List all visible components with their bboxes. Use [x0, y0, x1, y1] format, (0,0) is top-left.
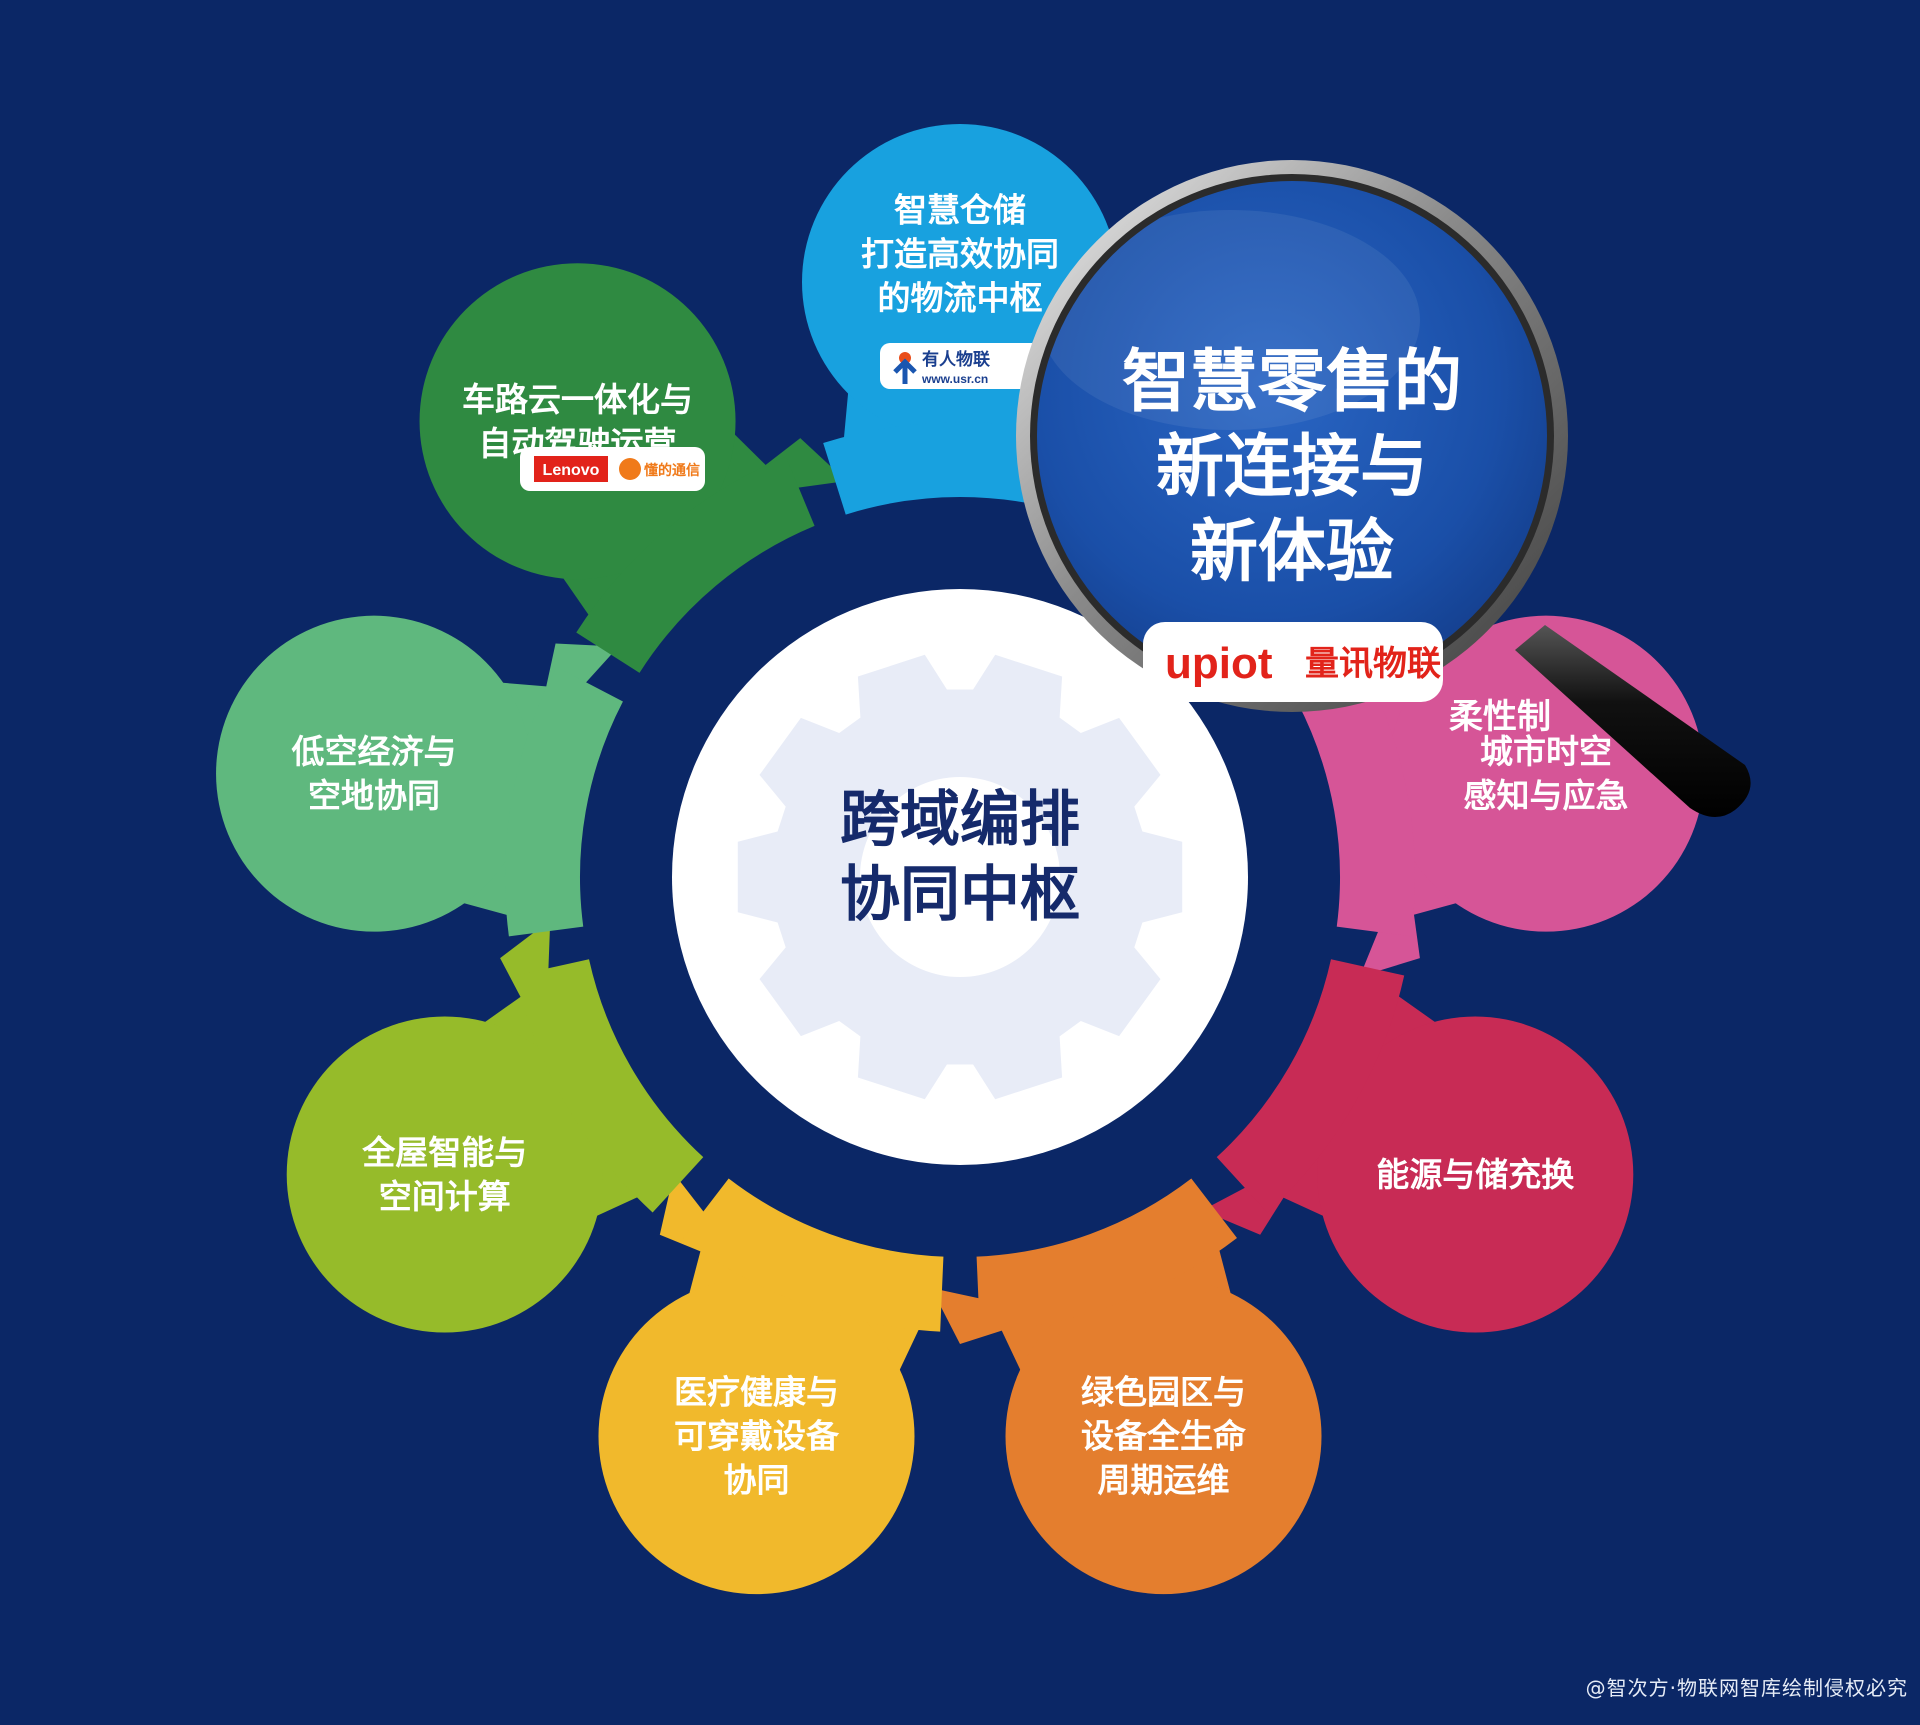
petal-label-warehouse-2: 的物流中枢	[878, 279, 1043, 318]
magnifier-text-line2: 新连接与	[1156, 428, 1428, 507]
ring-segment-city	[1297, 666, 1415, 937]
upiot-logo: upiot 量讯物联	[1143, 622, 1443, 702]
petal-blob	[598, 1278, 915, 1595]
svg-text:www.usr.cn: www.usr.cn	[921, 372, 988, 386]
magnifier-text-line3: 新体验	[1190, 513, 1394, 592]
svg-text:upiot: upiot	[1165, 639, 1273, 688]
petal-label-warehouse-1: 打造高效协同	[861, 235, 1059, 274]
svg-text:量讯物联: 量讯物联	[1305, 645, 1441, 683]
copyright-credit: @智次方·物联网智库绘制侵权必究	[1585, 1676, 1908, 1700]
ring-segment-park	[976, 1178, 1237, 1332]
petal-label-city-0: 城市时空	[1480, 732, 1612, 771]
petal-blob	[1317, 1016, 1634, 1333]
petal-label-city-1: 感知与应急	[1463, 776, 1628, 815]
center-title-line1: 跨域编排	[840, 785, 1080, 855]
magnifier-text-line1: 智慧零售的	[1122, 343, 1462, 422]
ring-segment-medical	[683, 1178, 944, 1332]
svg-text:懂的通信: 懂的通信	[644, 462, 700, 478]
usr-logo: 有人物联 www.usr.cn	[880, 343, 1050, 389]
petal-label-medical-1: 可穿戴设备	[674, 1417, 840, 1456]
petal-label-lowalt-1: 空地协同	[308, 776, 440, 815]
petal-label-lowalt-0: 低空经济与	[292, 732, 457, 771]
petal-label-medical-0: 医疗健康与	[674, 1373, 839, 1412]
svg-text:Lenovo: Lenovo	[543, 462, 600, 479]
petal-label-home-0: 全屋智能与	[361, 1133, 527, 1172]
ring-segment-home	[515, 959, 704, 1213]
lenovo-logo: Lenovo 懂的通信	[520, 447, 705, 491]
magnifier-icon: 智慧零售的 新连接与 新体验 upiot 量讯物联	[1016, 160, 1751, 818]
gear-icon	[737, 654, 1183, 1100]
petal-label-energy-0: 能源与储充换	[1376, 1155, 1574, 1194]
center-title-line2: 协同中枢	[840, 860, 1080, 930]
petal-label-park-2: 周期运维	[1098, 1461, 1230, 1500]
ring-segment-energy	[1216, 959, 1405, 1213]
petal-blob	[1005, 1278, 1322, 1595]
ring-segment-vehicle	[576, 456, 815, 673]
retail-petal-fragment: 柔性制	[1449, 697, 1551, 737]
petal-label-vehicle-0: 车路云一体化与	[462, 380, 693, 419]
svg-text:有人物联: 有人物联	[922, 349, 990, 369]
petal-label-park-0: 绿色园区与	[1081, 1373, 1246, 1412]
petal-label-park-1: 设备全生命	[1081, 1417, 1247, 1456]
petal-label-medical-2: 协同	[723, 1461, 789, 1500]
petal-label-home-1: 空间计算	[379, 1177, 511, 1216]
petal-blob	[216, 615, 533, 932]
petal-blob	[286, 1016, 603, 1333]
petal-blob	[419, 263, 736, 580]
gear-hole	[860, 777, 1060, 977]
ring-segment-lowalt	[505, 666, 623, 937]
petal-label-warehouse-0: 智慧仓储	[894, 191, 1026, 230]
